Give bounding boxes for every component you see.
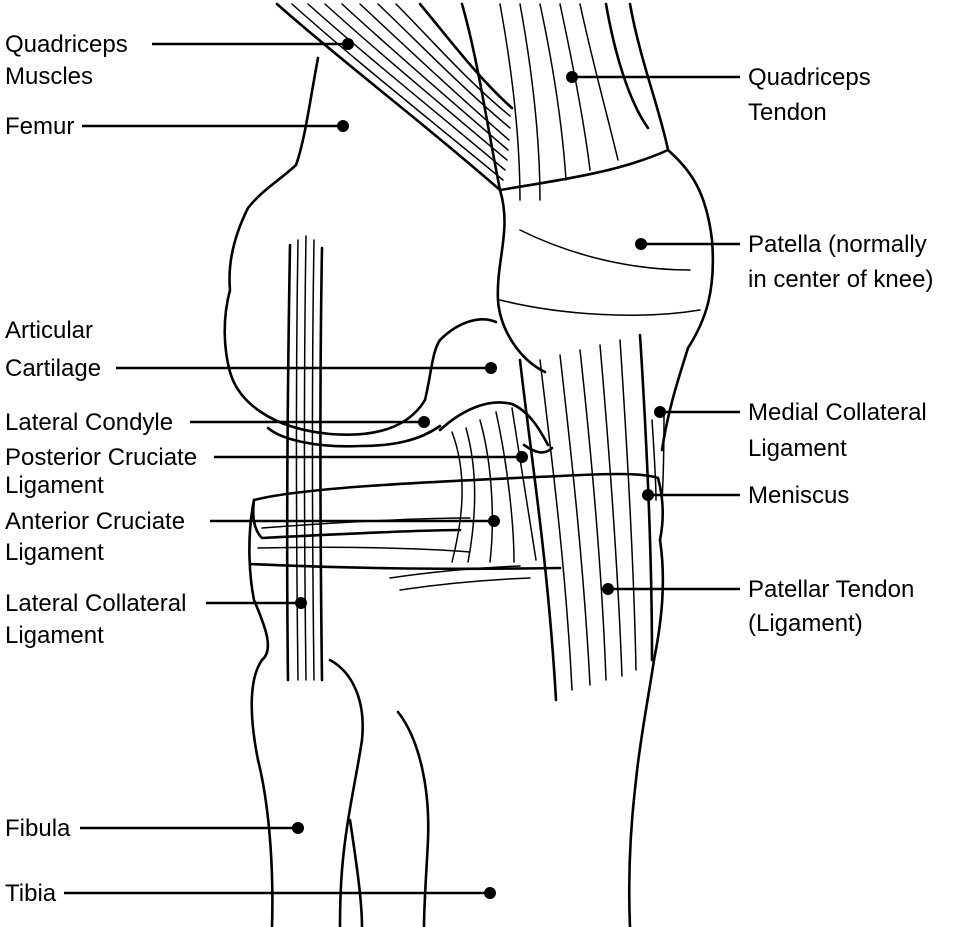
label-patella-line2: in center of knee) <box>748 266 933 293</box>
label-patellar-tendon-line2: (Ligament) <box>748 610 863 637</box>
dot-tibia <box>484 887 496 899</box>
dot-quadriceps-muscles <box>342 38 354 50</box>
label-quadriceps-tendon-line1: Quadriceps <box>748 64 871 91</box>
dot-anterior-cruciate <box>488 515 500 527</box>
label-lateral-collateral-line1: Lateral Collateral <box>5 590 186 617</box>
label-articular-cartilage-line1: Articular <box>5 317 93 344</box>
label-medial-collateral-line1: Medial Collateral <box>748 399 927 426</box>
label-fibula: Fibula <box>5 815 71 842</box>
label-lateral-collateral-line2: Ligament <box>5 622 104 649</box>
label-tibia: Tibia <box>5 880 57 907</box>
dot-femur <box>337 120 349 132</box>
leaders <box>64 38 740 899</box>
patella-shape <box>460 2 715 452</box>
dot-patella <box>635 238 647 250</box>
label-lateral-condyle: Lateral Condyle <box>5 409 173 436</box>
label-anterior-cruciate-line2: Ligament <box>5 539 104 566</box>
label-femur: Femur <box>5 113 74 140</box>
medial-collateral-ligament-shape <box>651 409 665 501</box>
femur-shape <box>223 56 498 448</box>
knee-illustration <box>223 2 715 927</box>
cruciate-ligaments-shape <box>438 401 554 563</box>
label-meniscus: Meniscus <box>748 482 849 509</box>
dot-quadriceps-tendon <box>566 71 578 83</box>
label-patella-line1: Patella (normally <box>748 231 927 258</box>
dot-patellar-tendon <box>602 583 614 595</box>
label-anterior-cruciate-line1: Anterior Cruciate <box>5 508 185 535</box>
dot-meniscus <box>642 489 654 501</box>
label-quadriceps-muscles-line2: Muscles <box>5 63 93 90</box>
quadriceps-muscles-shape <box>275 2 514 192</box>
dot-lateral-condyle <box>418 416 430 428</box>
dot-posterior-cruciate <box>516 451 528 463</box>
label-medial-collateral-line2: Ligament <box>748 435 847 462</box>
dot-lateral-collateral <box>295 597 307 609</box>
tibia-shape <box>248 498 665 927</box>
label-articular-cartilage-line2: Cartilage <box>5 355 101 382</box>
label-posterior-cruciate-line1: Posterior Cruciate <box>5 444 197 471</box>
dot-fibula <box>292 822 304 834</box>
lateral-collateral-ligament-shape <box>285 235 324 682</box>
fibula-shape <box>250 658 364 927</box>
dot-medial-collateral <box>654 406 666 418</box>
label-posterior-cruciate-line2: Ligament <box>5 472 104 499</box>
patellar-tendon-shape <box>518 333 654 702</box>
label-quadriceps-tendon-line2: Tendon <box>748 99 827 126</box>
label-patellar-tendon-line1: Patellar Tendon <box>748 576 914 603</box>
dot-articular-cartilage <box>485 362 497 374</box>
label-quadriceps-muscles-line1: Quadriceps <box>5 31 128 58</box>
labels: Quadriceps Muscles Femur Articular Carti… <box>5 31 933 907</box>
